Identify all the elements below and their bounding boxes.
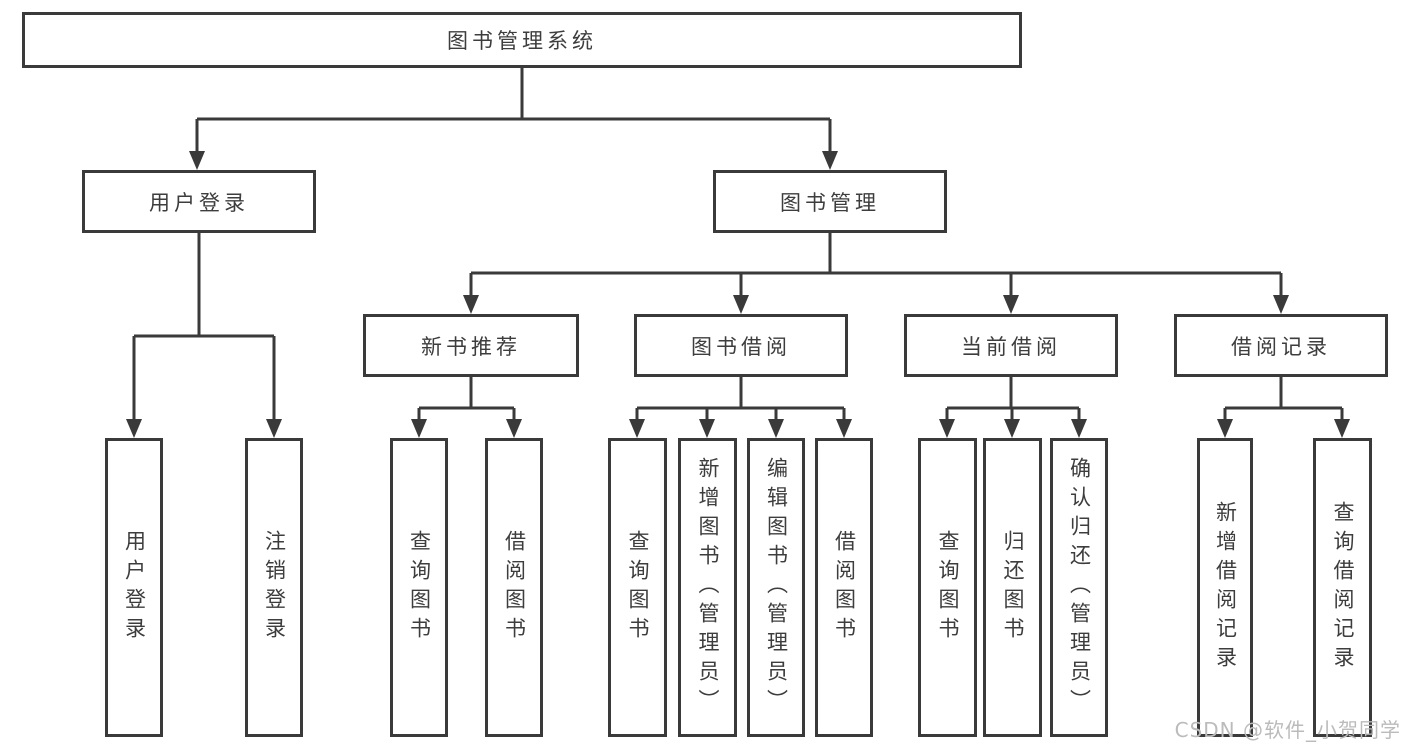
- node-borrow-records: 借阅记录: [1174, 314, 1388, 377]
- csdn-watermark: CSDN @软件_小贺同学: [1174, 718, 1401, 742]
- leaf-query-books-borrow: 查询图书: [608, 438, 667, 737]
- node-user-login-label: 用户登录: [149, 190, 249, 215]
- leaf-user-login-label: 用户登录: [122, 529, 147, 646]
- leaf-confirm-return-admin-label: 确认归还（管理员）: [1067, 457, 1092, 718]
- leaf-query-books-recommend: 查询图书: [390, 438, 448, 737]
- connector-borrow-records-to-leaves: [1217, 377, 1350, 438]
- leaf-return-book: 归还图书: [983, 438, 1042, 737]
- node-book-borrow-label: 图书借阅: [691, 334, 791, 359]
- leaf-borrow-book-label: 借阅图书: [832, 529, 857, 646]
- leaf-query-books-current-label: 查询图书: [936, 529, 960, 646]
- leaf-user-login: 用户登录: [105, 438, 163, 737]
- leaf-add-book-admin-label: 新增图书（管理员）: [696, 457, 720, 718]
- leaf-borrow-books-recommend-label: 借阅图书: [502, 529, 527, 646]
- leaf-logout: 注销登录: [245, 438, 303, 737]
- connector-user-login-to-leaves: [126, 233, 282, 438]
- connector-book-management-to-level3: [463, 233, 1289, 314]
- leaf-logout-label: 注销登录: [262, 529, 287, 646]
- node-book-borrow: 图书借阅: [634, 314, 848, 377]
- connector-book-borrow-to-leaves: [629, 377, 852, 438]
- node-new-book-recommend: 新书推荐: [363, 314, 579, 377]
- leaf-return-book-label: 归还图书: [1001, 529, 1025, 646]
- leaf-query-books-borrow-label: 查询图书: [626, 529, 650, 646]
- leaf-add-book-admin: 新增图书（管理员）: [678, 438, 737, 737]
- leaf-edit-book-admin: 编辑图书（管理员）: [747, 438, 805, 737]
- node-current-borrow: 当前借阅: [904, 314, 1118, 377]
- connector-root-to-level2: [189, 68, 838, 170]
- node-current-borrow-label: 当前借阅: [961, 334, 1061, 359]
- leaf-query-books-current: 查询图书: [918, 438, 977, 737]
- leaf-query-books-recommend-label: 查询图书: [407, 529, 432, 646]
- leaf-borrow-books-recommend: 借阅图书: [485, 438, 543, 737]
- node-book-management-label: 图书管理: [780, 190, 880, 215]
- node-root: 图书管理系统: [22, 12, 1022, 68]
- node-book-management: 图书管理: [713, 170, 947, 233]
- node-user-login: 用户登录: [82, 170, 316, 233]
- leaf-edit-book-admin-label: 编辑图书（管理员）: [764, 457, 789, 718]
- leaf-borrow-book: 借阅图书: [815, 438, 873, 737]
- node-root-label: 图书管理系统: [447, 29, 597, 53]
- node-new-book-recommend-label: 新书推荐: [421, 334, 521, 359]
- connector-current-borrow-to-leaves: [939, 377, 1087, 438]
- connector-new-book-recommend-to-leaves: [411, 377, 522, 438]
- node-borrow-records-label: 借阅记录: [1231, 334, 1331, 359]
- leaf-add-borrow-record-label: 新增借阅记录: [1213, 500, 1238, 675]
- leaf-query-borrow-record-label: 查询借阅记录: [1331, 500, 1355, 675]
- leaf-query-borrow-record: 查询借阅记录: [1313, 438, 1372, 737]
- leaf-confirm-return-admin: 确认归还（管理员）: [1050, 438, 1108, 737]
- leaf-add-borrow-record: 新增借阅记录: [1197, 438, 1253, 737]
